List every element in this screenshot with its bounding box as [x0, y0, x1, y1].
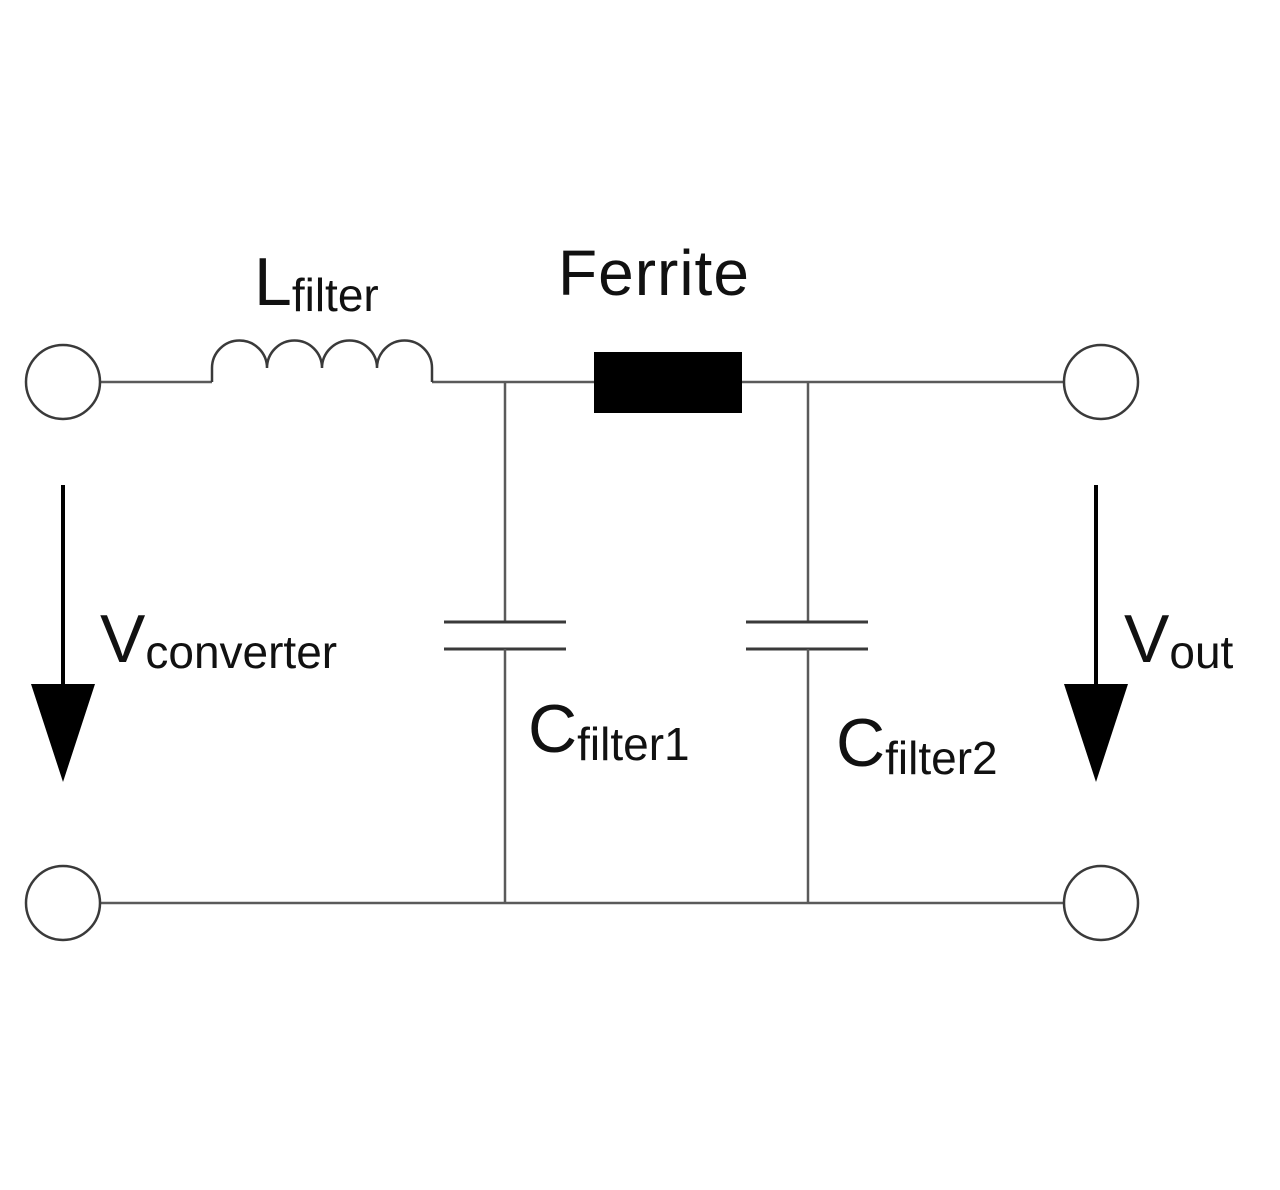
ferrite-label: Ferrite	[558, 237, 750, 309]
inductor-label-sub: filter	[292, 269, 379, 321]
inductor-coil	[210, 339, 434, 382]
input-voltage-label-sub: converter	[145, 626, 337, 678]
input-voltage-label: Vconverter	[100, 601, 337, 678]
capacitor1-label-sub: filter1	[577, 718, 689, 770]
output-voltage-label: Vout	[1124, 601, 1234, 678]
output-voltage-label-sub: out	[1169, 626, 1233, 678]
ferrite-bead	[594, 352, 742, 413]
output-terminal-top	[1062, 343, 1140, 421]
output-voltage-label-main: V	[1124, 601, 1170, 677]
input-terminal-bottom	[24, 864, 102, 942]
capacitor1-label: Cfilter1	[528, 691, 690, 770]
inductor-label-main: L	[254, 244, 292, 320]
output-voltage-arrow-head	[1064, 684, 1128, 782]
capacitor2-label: Cfilter2	[836, 705, 998, 784]
capacitor1-label-main: C	[528, 691, 577, 767]
input-terminal-top	[24, 343, 102, 421]
inductor-label: Lfilter	[254, 244, 379, 321]
input-voltage-arrow-head	[31, 684, 95, 782]
output-terminal-bottom	[1062, 864, 1140, 942]
capacitor2-label-sub: filter2	[885, 732, 997, 784]
capacitor2-label-main: C	[836, 705, 885, 781]
input-voltage-label-main: V	[100, 601, 146, 677]
